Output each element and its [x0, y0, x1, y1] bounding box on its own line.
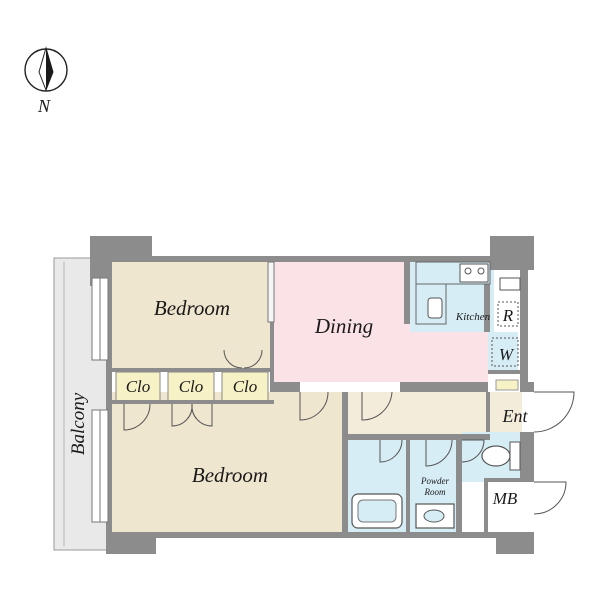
closet-2-label: Clo	[179, 377, 204, 396]
bedroom-lower-floor	[112, 392, 348, 532]
closet-1-label: Clo	[126, 377, 151, 396]
closet-1-floor	[115, 371, 161, 403]
doors	[123, 349, 575, 515]
closet-3-floor	[221, 371, 269, 403]
wall-hall-bottom	[348, 434, 490, 440]
kitchen-label: Kitchen	[455, 311, 491, 323]
sink-icon	[427, 297, 443, 319]
wall-bottom-right	[496, 532, 534, 554]
hallway-floor	[348, 392, 488, 434]
compass-label: N	[37, 96, 51, 116]
wall-entrance-left	[486, 392, 490, 432]
wall-washer-bottom	[488, 370, 520, 374]
door-bathroom	[379, 439, 403, 463]
wall-kitchen-left	[404, 262, 410, 324]
kitchen-counter	[415, 261, 521, 325]
wall-bedroom-upper-bottom	[112, 368, 274, 372]
bedroom-lower-label: Bedroom	[192, 463, 268, 487]
dining-label: Dining	[314, 314, 373, 338]
bedroom-upper-floor	[112, 262, 272, 370]
door-toilet	[461, 439, 485, 463]
shoe-cabinet	[495, 379, 519, 391]
entrance-label: Ent	[502, 406, 529, 426]
windows	[91, 261, 275, 523]
door-meter-box	[533, 481, 567, 515]
door-closet-1	[123, 403, 151, 431]
powder-room-label-line2: Room	[424, 487, 446, 497]
bedroom-upper-label: Bedroom	[154, 296, 230, 320]
door-dining-hall	[299, 391, 329, 421]
meter-box-floor	[488, 482, 520, 532]
compass: N	[24, 46, 68, 116]
door-hall	[361, 391, 393, 421]
door-closet-3	[223, 349, 263, 369]
door-closet-2	[171, 403, 213, 427]
wall-powder-toilet	[456, 440, 462, 532]
wall-closet-bottom	[112, 400, 274, 404]
balcony-label: Balcony	[68, 392, 89, 455]
powder-room-label-line1: Powder	[420, 476, 449, 486]
wall-top	[152, 256, 492, 262]
closet-2-floor	[167, 371, 215, 403]
wall-top-left	[90, 236, 152, 262]
wall-bath-powder	[406, 440, 410, 532]
wall-bedroom-dining	[270, 262, 274, 392]
meter-box-label: MB	[492, 489, 518, 508]
wall-kitchen-right	[484, 262, 490, 332]
compass-needle-icon	[46, 48, 53, 90]
toilet-icon	[481, 441, 521, 471]
door-entrance	[533, 391, 575, 433]
washer-label: W	[499, 345, 515, 364]
entrance-floor	[490, 392, 522, 432]
wall-right-lower	[520, 432, 534, 482]
wall-meterbox-left	[484, 482, 488, 532]
wall-meterbox-top	[484, 478, 520, 482]
washbasin-icon	[415, 503, 455, 529]
wall-bedroom-bath	[342, 392, 348, 538]
window-divider	[267, 261, 275, 323]
door-powder	[425, 439, 453, 467]
wall-right-mid	[520, 382, 534, 392]
wall-top-right	[490, 236, 534, 270]
wall-dining-bottom-right	[400, 382, 488, 392]
wall-left	[106, 262, 112, 532]
range-hood-icon	[499, 277, 521, 291]
wall-bottom	[156, 532, 496, 538]
closet-3-label: Clo	[233, 377, 258, 396]
wall-right-upper	[520, 270, 528, 382]
washer-box	[491, 337, 519, 367]
wall-bottom-left	[106, 532, 156, 554]
wall-dining-bottom-left	[274, 382, 300, 392]
walls	[90, 236, 534, 554]
fridge-box	[497, 301, 519, 327]
bathtub-icon	[351, 493, 403, 529]
fridge-label: R	[502, 306, 514, 325]
